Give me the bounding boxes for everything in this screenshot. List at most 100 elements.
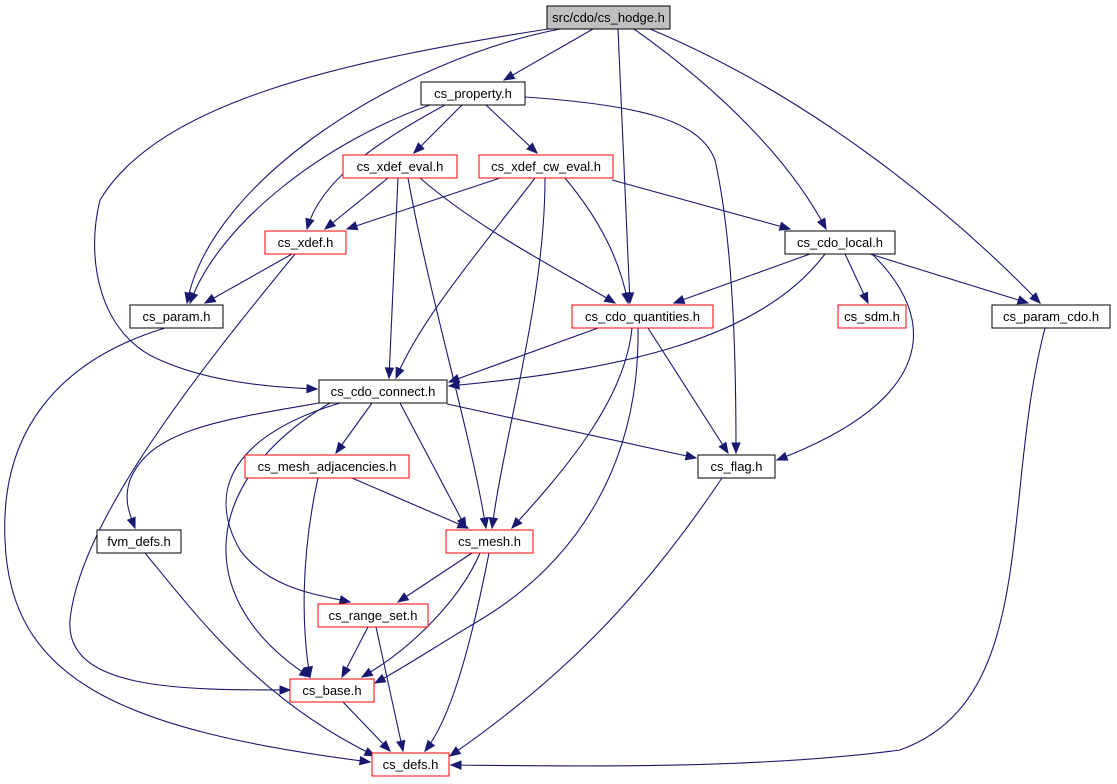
node-box[interactable] — [264, 230, 347, 255]
node-sdm[interactable]: cs_sdm.h — [837, 304, 907, 329]
node-cdo-local[interactable]: cs_cdo_local.h — [784, 230, 896, 255]
edge-xdef-cw-eval-to-cdo-local — [611, 179, 792, 231]
edge-line — [342, 701, 391, 752]
node-box[interactable] — [991, 304, 1111, 329]
node-box[interactable] — [371, 752, 450, 777]
edges-layer — [4, 28, 1046, 770]
edge-range-set-to-defs — [375, 626, 406, 753]
arrow-head — [358, 755, 372, 766]
edge-line — [776, 253, 914, 461]
edge-line — [126, 402, 320, 529]
node-mesh-adjacencies[interactable]: cs_mesh_adjacencies.h — [244, 454, 410, 479]
arrow-head — [335, 441, 346, 455]
node-box[interactable] — [96, 529, 182, 554]
edge-xdef-cw-eval-to-xdef — [345, 177, 501, 231]
edge-line — [424, 552, 490, 752]
node-xdef-cw-eval[interactable]: cs_xdef_cw_eval.h — [478, 154, 614, 179]
edge-line — [413, 104, 463, 154]
edge-line — [450, 327, 1046, 767]
node-label: cs_base.h — [302, 683, 361, 698]
edge-line — [524, 96, 737, 454]
node-fvm-defs[interactable]: fvm_defs.h — [96, 529, 182, 554]
arrow-head — [126, 516, 136, 530]
arrow-head — [413, 142, 425, 154]
edge-range-set-to-base — [341, 626, 369, 679]
edge-line — [361, 552, 481, 678]
edge-hodge-to-cdo-connect — [94, 28, 549, 394]
edge-cdo-local-to-sdm — [844, 253, 869, 305]
node-box[interactable] — [318, 379, 448, 404]
edge-line — [375, 626, 404, 752]
edge-hodge-to-param-cdo — [649, 28, 1041, 304]
edge-line — [673, 253, 811, 304]
edge-line — [448, 253, 826, 387]
edge-xdef-to-param — [203, 253, 293, 304]
edge-mesh-to-base — [360, 552, 481, 678]
node-box[interactable] — [478, 154, 614, 179]
edge-hodge-to-cdo-quantities — [617, 28, 635, 305]
node-box[interactable] — [445, 529, 534, 554]
node-label: cs_param.h — [143, 309, 211, 324]
node-mesh[interactable]: cs_mesh.h — [445, 529, 534, 554]
node-box[interactable] — [129, 304, 224, 329]
arrow-head — [448, 746, 462, 757]
edge-mesh-adjacencies-to-mesh — [351, 477, 470, 529]
edge-fvm-defs-to-defs — [144, 552, 377, 757]
arrow-head — [449, 760, 462, 770]
node-label: cs_mesh.h — [458, 534, 521, 549]
node-xdef[interactable]: cs_xdef.h — [264, 230, 347, 255]
node-property[interactable]: cs_property.h — [420, 81, 526, 106]
node-label: cs_cdo_local.h — [797, 235, 883, 250]
edge-xdef-eval-to-mesh — [407, 177, 489, 530]
node-range-set[interactable]: cs_range_set.h — [317, 603, 429, 628]
node-cdo-quantities[interactable]: cs_cdo_quantities.h — [571, 304, 714, 329]
edge-hodge-to-property — [502, 28, 594, 81]
arrow-head — [775, 451, 789, 461]
edge-line — [647, 327, 729, 454]
edge-cdo-connect-to-base — [225, 402, 331, 678]
node-cdo-connect[interactable]: cs_cdo_connect.h — [318, 379, 448, 404]
arrow-head — [341, 665, 352, 679]
arrow-head — [526, 142, 538, 154]
edge-cdo-local-to-cdo-connect — [447, 253, 826, 390]
edge-line — [397, 552, 473, 603]
edge-cdo-quantities-to-mesh — [511, 327, 633, 529]
arrow-head — [203, 293, 217, 304]
node-box[interactable] — [317, 603, 429, 628]
node-param[interactable]: cs_param.h — [129, 304, 224, 329]
arrow-head — [189, 291, 199, 305]
node-label: cs_defs.h — [383, 757, 439, 772]
node-box[interactable] — [546, 5, 671, 30]
node-base[interactable]: cs_base.h — [289, 678, 375, 703]
edge-line — [186, 28, 561, 304]
edge-mesh-adjacencies-to-base — [303, 477, 319, 679]
node-label: cs_property.h — [434, 86, 512, 101]
node-box[interactable] — [342, 154, 458, 179]
node-box[interactable] — [697, 454, 776, 479]
arrow-head — [603, 293, 617, 304]
node-box[interactable] — [420, 81, 526, 106]
edge-cdo-connect-to-mesh — [399, 402, 467, 530]
arrow-head — [384, 367, 395, 380]
edge-property-to-xdef-eval — [413, 104, 463, 154]
node-flag[interactable]: cs_flag.h — [697, 454, 776, 479]
node-box[interactable] — [571, 304, 714, 329]
node-hodge[interactable]: src/cdo/cs_hodge.h — [546, 5, 671, 30]
node-xdef-eval[interactable]: cs_xdef_eval.h — [342, 154, 458, 179]
edge-xdef-cw-eval-to-mesh — [488, 177, 546, 530]
edge-line — [869, 253, 1029, 304]
node-label: cs_cdo_connect.h — [331, 384, 436, 399]
arrow-head — [306, 383, 319, 394]
arrow-head — [373, 673, 387, 684]
node-box[interactable] — [289, 678, 375, 703]
node-defs[interactable]: cs_defs.h — [371, 752, 450, 777]
edge-mesh-to-defs — [424, 552, 490, 753]
edge-base-to-defs — [342, 701, 391, 752]
node-box[interactable] — [837, 304, 907, 329]
arrow-head — [360, 667, 374, 678]
node-box[interactable] — [784, 230, 896, 255]
node-label: cs_xdef.h — [278, 235, 334, 250]
edge-line — [448, 327, 599, 383]
node-box[interactable] — [244, 454, 410, 479]
node-param-cdo[interactable]: cs_param_cdo.h — [991, 304, 1111, 329]
